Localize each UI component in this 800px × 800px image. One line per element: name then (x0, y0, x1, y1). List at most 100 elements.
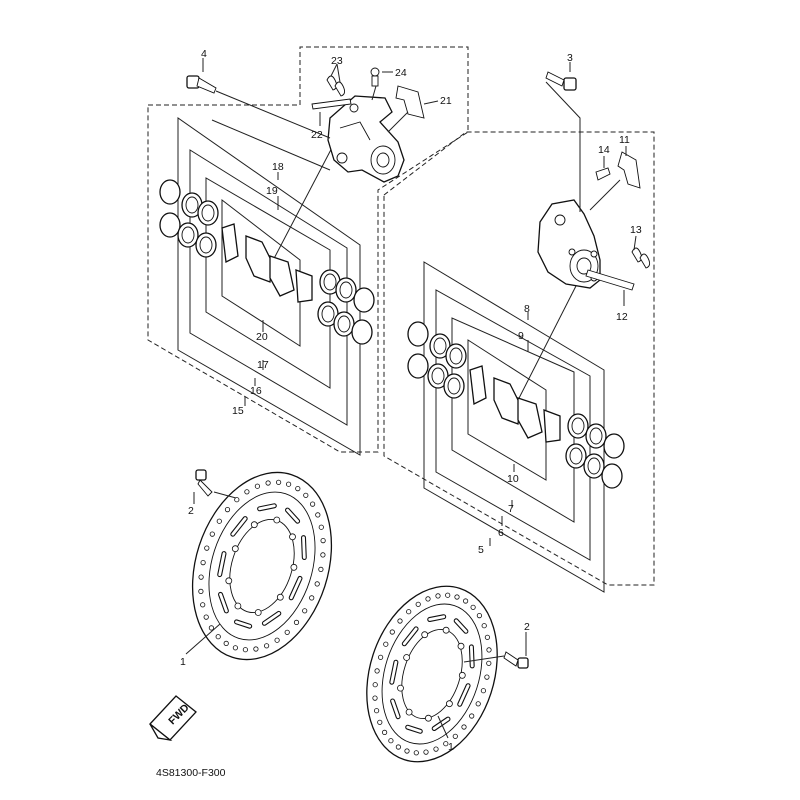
disc-vent-slot (286, 508, 300, 523)
pad-spring-11 (589, 146, 641, 211)
disc-drill-hole (486, 660, 492, 666)
right-assembly-dashed-outline (383, 131, 655, 586)
right-caliper-assembly (383, 62, 655, 593)
disc-drill-hole (295, 485, 301, 492)
label-24: 24 (395, 67, 407, 79)
disc-vent-slot (302, 536, 306, 559)
label-6: 6 (498, 527, 504, 539)
disc-drill-hole (224, 506, 231, 513)
disc-vent-slot (262, 612, 281, 625)
label-22: 22 (311, 129, 323, 141)
disc-drill-hole (377, 719, 383, 725)
left-caliper-assembly (147, 46, 469, 456)
label-1-left: 1 (180, 656, 186, 668)
disc-drill-hole (469, 713, 475, 719)
label-2-left: 2 (188, 505, 194, 517)
disc-rivet (405, 708, 413, 716)
disc-drill-hole (198, 588, 204, 595)
label-13: 13 (630, 224, 642, 236)
disc-vent-slot (289, 577, 302, 600)
disc-drill-hole (204, 545, 210, 551)
disc-drill-hole (253, 646, 259, 652)
disc-vent-slot (235, 620, 252, 628)
disc-drill-hole (309, 501, 316, 507)
disc-vent-slot (218, 552, 226, 576)
pad-spring-21 (387, 85, 439, 133)
disc-drill-hole (406, 609, 412, 615)
disc-rivet (397, 684, 404, 692)
disc-drill-hole (232, 645, 238, 651)
label-21: 21 (440, 95, 452, 107)
disc-bolt-2-left (193, 469, 213, 504)
disc-drill-hole (397, 618, 403, 624)
disc-vent-slot (428, 615, 446, 621)
disc-vent-slot (219, 593, 228, 613)
label-3: 3 (567, 52, 573, 64)
disc-rivet (225, 577, 233, 585)
label-11: 11 (619, 134, 630, 146)
disc-drill-hole (200, 602, 206, 608)
disc-vent-slot (458, 684, 470, 706)
disc-rivet (442, 626, 450, 634)
label-4: 4 (201, 48, 207, 60)
disc-rivet (234, 602, 242, 610)
disc-rivet (403, 654, 411, 661)
label-1-right: 1 (448, 741, 454, 753)
bleed-screw-24 (370, 67, 393, 101)
disc-drill-hole (395, 744, 401, 750)
disc-drill-hole (309, 595, 315, 601)
disc-drill-hole (244, 489, 250, 495)
disc-vent-slot (390, 660, 398, 684)
disc-drill-hole (443, 741, 449, 747)
disc-drill-hole (254, 483, 260, 489)
left-caliper-outer-pistons (317, 269, 375, 345)
disc-drill-hole (285, 481, 292, 487)
disc-drill-hole (433, 746, 439, 752)
disc-rivet (289, 533, 296, 541)
disc-drill-hole (481, 623, 487, 629)
pad-pin-22 (311, 98, 352, 126)
disc-drill-hole (383, 641, 389, 647)
label-19: 19 (266, 185, 278, 197)
clips-13 (631, 235, 651, 269)
label-7: 7 (508, 503, 514, 515)
disc-drill-hole (423, 749, 429, 755)
right-brake-pads-10 (469, 365, 561, 443)
disc-drill-hole (389, 629, 395, 635)
disc-drill-hole (318, 566, 324, 573)
label-2-right: 2 (524, 621, 530, 633)
disc-vent-slot (231, 517, 247, 536)
disc-drill-hole (388, 738, 394, 744)
disc-drill-hole (480, 688, 486, 694)
disc-vent-slot (406, 725, 422, 733)
diagram-code: 4S81300-F300 (156, 767, 226, 779)
brake-disc-left (191, 471, 333, 661)
right-caliper-inner-pistons (407, 321, 467, 399)
left-assembly-dashed-outline (147, 46, 469, 453)
disc-vent-slot (391, 699, 400, 719)
disc-drill-hole (242, 647, 248, 653)
disc-drill-hole (470, 604, 476, 610)
label-10: 10 (507, 473, 519, 485)
pad-pin-12 (585, 269, 635, 306)
disc-drill-hole (198, 574, 204, 580)
label-15: 15 (232, 405, 244, 417)
bleed-screw-14 (595, 156, 611, 181)
disc-drill-hole (318, 524, 324, 530)
disc-drill-hole (320, 552, 326, 558)
disc-drill-hole (374, 668, 380, 674)
label-14: 14 (598, 144, 610, 156)
disc-drill-hole (203, 614, 209, 620)
disc-drill-hole (263, 643, 270, 649)
disc-drill-hole (215, 634, 221, 640)
disc-drill-hole (284, 629, 290, 635)
disc-drill-hole (435, 593, 441, 599)
disc-drill-hole (320, 537, 326, 544)
disc-rivet (273, 516, 281, 524)
disc-drill-hole (425, 596, 431, 602)
disc-drill-hole (415, 601, 421, 607)
left-caliper-body (327, 95, 405, 183)
disc-drill-hole (265, 480, 271, 486)
disc-drill-hole (452, 733, 458, 739)
disc-rivet (290, 563, 298, 571)
